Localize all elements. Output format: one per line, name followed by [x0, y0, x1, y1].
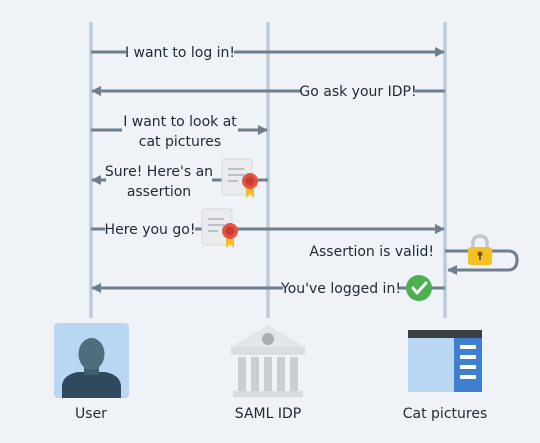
label-bg-look — [122, 110, 238, 152]
browser-window-icon — [408, 330, 482, 392]
message-login: I want to log in! — [125, 45, 235, 61]
actor-label-sp: Cat pictures — [403, 406, 488, 422]
message-sure-line2: assertion — [127, 184, 191, 200]
label-bg-here — [105, 218, 195, 240]
user-avatar-icon — [54, 323, 129, 398]
arrow-self-validate — [445, 249, 519, 275]
label-bg-sure — [106, 160, 212, 202]
message-look-line2: cat pictures — [139, 134, 221, 150]
message-here: Here you go! — [105, 222, 196, 238]
message-logged-in: You've logged in! — [280, 281, 401, 297]
actor-label-user: User — [75, 406, 107, 422]
message-ask-idp: Go ask your IDP! — [299, 84, 416, 100]
message-valid: Assertion is valid! — [309, 244, 434, 260]
message-look-line1: I want to look at — [123, 114, 237, 130]
checkmark-circle-icon — [406, 275, 432, 301]
certificate-icon — [201, 208, 238, 248]
label-bg-logged-in — [283, 277, 399, 299]
padlock-icon — [468, 234, 492, 265]
certificate-icon — [221, 158, 258, 198]
label-bg-ask-idp — [301, 80, 415, 102]
actor-label-idp: SAML IDP — [235, 406, 301, 422]
label-bg-login — [126, 41, 234, 63]
message-sure-line1: Sure! Here's an — [105, 164, 213, 180]
bank-building-icon — [231, 325, 305, 397]
